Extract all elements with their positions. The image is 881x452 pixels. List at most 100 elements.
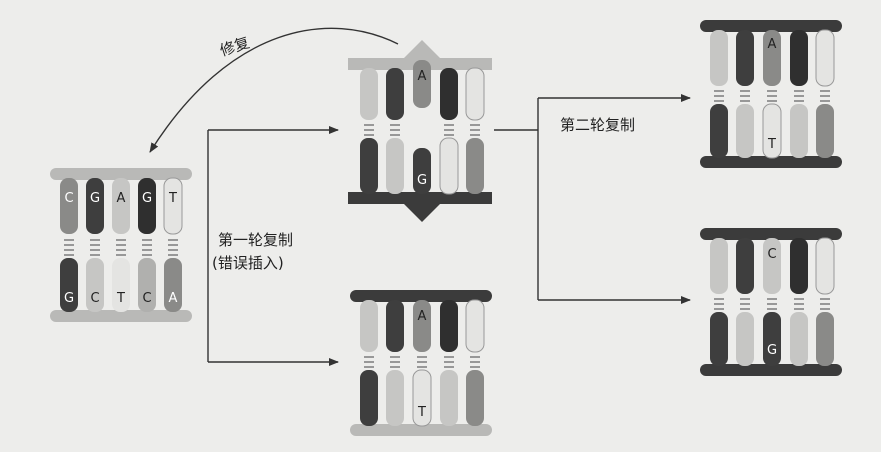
dna-original: C G A G T G C T C A <box>50 168 192 322</box>
top-nucleotide <box>360 300 378 352</box>
round1-label-line1: 第一轮复制 <box>218 231 293 249</box>
top-nucleotide <box>790 238 808 294</box>
base-letter: A <box>418 309 427 324</box>
top-nucleotide <box>138 178 156 234</box>
hydrogen-bonds <box>168 239 178 256</box>
base-letter: C <box>142 291 151 306</box>
base-letter: A <box>117 191 126 206</box>
base-letter: A <box>768 37 777 52</box>
top-backbone <box>700 20 842 32</box>
base-pair-4 <box>138 178 156 312</box>
round1-label-line2: (错误插入) <box>212 254 284 272</box>
bottom-nucleotide <box>790 104 808 158</box>
top-nucleotide-mismatch <box>413 60 431 108</box>
base-letter: T <box>767 137 776 152</box>
top-nucleotide <box>763 30 781 86</box>
bottom-nucleotide <box>164 258 182 312</box>
bottom-nucleotide <box>386 370 404 426</box>
bottom-nucleotide <box>112 258 130 312</box>
top-nucleotide <box>112 178 130 234</box>
top-nucleotide <box>386 68 404 120</box>
base-letter: C <box>90 291 99 306</box>
top-nucleotide <box>163 177 183 235</box>
top-nucleotide <box>60 178 78 234</box>
dna-mismatch: A G <box>348 40 492 222</box>
dna-round2-bottom: C G <box>700 228 842 376</box>
bottom-nucleotide <box>360 138 378 194</box>
bottom-backbone <box>700 156 842 168</box>
top-nucleotide <box>465 67 485 121</box>
dna-round2-top: A T <box>700 20 842 168</box>
top-nucleotide <box>763 238 781 294</box>
top-nucleotide <box>86 178 104 234</box>
base-letter: A <box>169 291 178 306</box>
bottom-nucleotide <box>816 312 834 366</box>
bottom-nucleotide <box>60 258 78 312</box>
bottom-backbone <box>50 310 192 322</box>
top-backbone <box>50 168 192 180</box>
bottom-nucleotide <box>466 370 484 426</box>
base-letter: T <box>168 191 177 206</box>
base-letter: G <box>64 291 74 306</box>
bottom-nucleotide <box>386 138 404 194</box>
bottom-nucleotide <box>710 104 728 158</box>
base-pair-2 <box>86 178 104 312</box>
bottom-backbone <box>700 364 842 376</box>
dna-round1-bottom: A T <box>350 290 492 436</box>
hydrogen-bonds <box>64 239 74 256</box>
bottom-nucleotide <box>138 258 156 312</box>
base-letter: G <box>417 173 427 188</box>
base-pair-3 <box>112 178 130 312</box>
top-backbone <box>700 228 842 240</box>
hydrogen-bonds <box>116 239 126 256</box>
hydrogen-bonds <box>90 239 100 256</box>
bottom-nucleotide <box>736 312 754 366</box>
bottom-nucleotide <box>439 137 459 195</box>
bottom-nucleotide <box>710 312 728 366</box>
bottom-nucleotide <box>790 312 808 366</box>
base-letter: T <box>417 405 426 420</box>
bottom-backbone-bulge <box>348 192 492 222</box>
top-nucleotide <box>710 238 728 294</box>
top-nucleotide <box>710 30 728 86</box>
repair-label: 修复 <box>218 33 252 59</box>
base-letter: G <box>142 191 152 206</box>
repair-arrow <box>149 27 399 153</box>
bottom-backbone <box>350 424 492 436</box>
bottom-nucleotide <box>440 370 458 426</box>
top-nucleotide <box>440 68 458 120</box>
base-letter: C <box>767 247 776 262</box>
hydrogen-bonds <box>714 90 830 102</box>
bottom-nucleotide <box>412 369 432 427</box>
bottom-nucleotide <box>763 312 781 366</box>
base-letter: G <box>90 191 100 206</box>
top-nucleotide <box>386 300 404 352</box>
top-nucleotide <box>413 300 431 352</box>
base-pair-5 <box>163 177 183 312</box>
bottom-nucleotide-mismatch <box>413 148 431 194</box>
top-backbone-bulge <box>348 40 492 70</box>
base-letter: C <box>64 191 73 206</box>
top-nucleotide <box>736 238 754 294</box>
top-nucleotide <box>736 30 754 86</box>
top-backbone <box>350 290 492 302</box>
base-letter: A <box>418 69 427 84</box>
base-letter: G <box>767 343 777 358</box>
base-letter: T <box>116 291 125 306</box>
hydrogen-bonds <box>714 298 830 310</box>
top-nucleotide <box>465 299 485 353</box>
bottom-nucleotide <box>360 370 378 426</box>
top-nucleotide <box>815 237 835 295</box>
bottom-nucleotide <box>762 103 782 159</box>
bottom-nucleotide <box>816 104 834 158</box>
round2-label: 第二轮复制 <box>560 116 635 134</box>
bottom-nucleotide <box>86 258 104 312</box>
top-nucleotide <box>790 30 808 86</box>
top-nucleotide <box>815 29 835 87</box>
top-nucleotide <box>440 300 458 352</box>
hydrogen-bonds <box>364 356 480 368</box>
hydrogen-bonds <box>364 124 480 136</box>
base-pair-1 <box>60 178 78 312</box>
